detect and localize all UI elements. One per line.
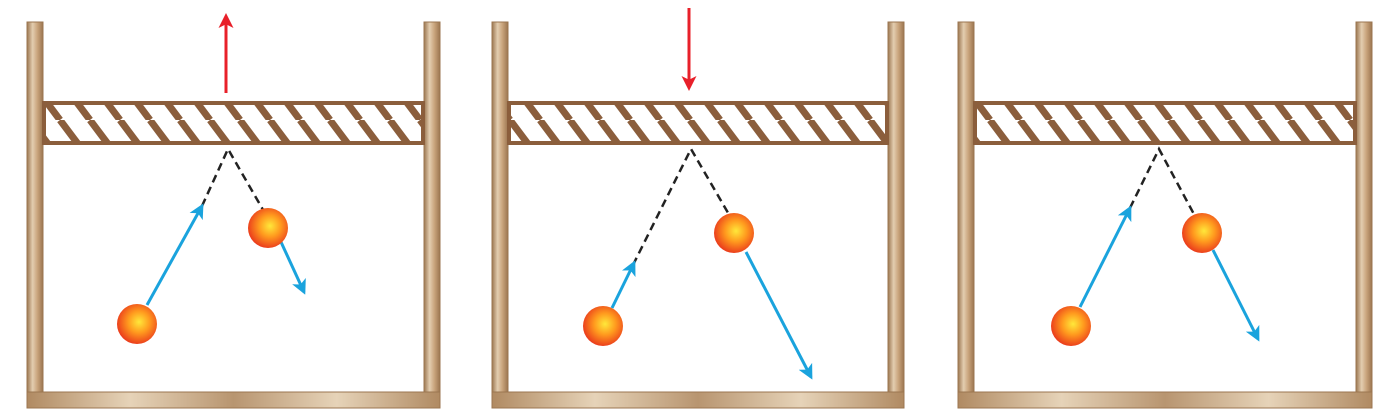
molecule-before — [583, 306, 623, 346]
collision-path-dashed — [200, 146, 268, 216]
outgoing-velocity-arrow — [744, 251, 813, 380]
molecule-after — [714, 213, 754, 253]
right-wall — [423, 21, 441, 409]
collision-path-dashed — [1128, 146, 1198, 219]
outgoing-velocity-arrow — [1211, 249, 1260, 342]
left-wall — [957, 21, 975, 409]
container — [26, 21, 441, 409]
container-floor — [957, 391, 1373, 409]
piston — [507, 101, 889, 145]
incoming-velocity-arrow — [145, 203, 204, 306]
panel-expanding — [26, 13, 441, 409]
right-wall — [887, 21, 905, 409]
container-floor — [26, 391, 441, 409]
molecule-before — [1051, 306, 1091, 346]
molecule-after — [1182, 213, 1222, 253]
molecule-before — [117, 304, 157, 344]
molecule-after — [248, 208, 288, 248]
left-wall — [26, 21, 44, 409]
incoming-velocity-arrow — [1078, 205, 1132, 308]
right-wall — [1355, 21, 1373, 409]
panel-stationary — [957, 21, 1373, 409]
left-wall — [491, 21, 509, 409]
piston — [42, 101, 425, 145]
panel-compressing — [491, 8, 905, 409]
piston — [973, 101, 1357, 145]
collision-path-dashed — [631, 146, 733, 266]
container-floor — [491, 391, 905, 409]
outgoing-velocity-arrow — [279, 241, 306, 295]
container — [957, 21, 1373, 409]
container — [491, 21, 905, 409]
incoming-velocity-arrow — [610, 260, 636, 309]
